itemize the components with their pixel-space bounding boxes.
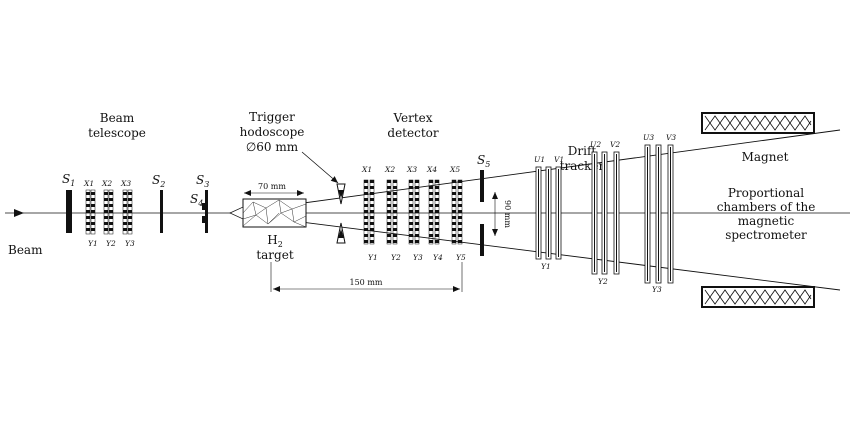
scintillator-s2 <box>160 190 163 233</box>
target-window <box>229 206 244 220</box>
vertex-y5-label: Y5 <box>456 253 466 262</box>
vertex-y2-label: Y2 <box>391 253 401 262</box>
s4-label: S4 <box>190 192 203 208</box>
beam-label: Beam <box>8 243 43 257</box>
s2-label: S2 <box>152 173 165 189</box>
telescope-planes <box>85 189 133 235</box>
vertex-x5-label: X5 <box>449 165 460 174</box>
drift-u1-label: U1 <box>534 155 545 164</box>
drift-u3-label: U3 <box>643 133 654 142</box>
drift-y2-label: Y2 <box>598 277 608 286</box>
drift-label-2: tracker <box>560 159 605 173</box>
vertex-x2-label: X2 <box>384 165 395 174</box>
drift-v2-label: V2 <box>610 140 620 149</box>
vertex-x3-label: X3 <box>406 165 417 174</box>
telescope-x3-label: X3 <box>120 179 131 188</box>
drift-y3-label: Y3 <box>652 285 662 294</box>
beam-arrow-icon <box>14 209 24 217</box>
drift-u2-label: U2 <box>590 140 601 149</box>
prop-chambers-label-2: chambers of the <box>717 200 816 214</box>
magnet-label: Magnet <box>742 150 789 164</box>
target-length-label: 70 mm <box>258 182 286 191</box>
prop-chambers-label-4: spectrometer <box>725 228 807 242</box>
beam-telescope-label: Beam <box>100 111 135 125</box>
trigger-label: Trigger <box>249 110 295 124</box>
target-label-2: target <box>256 248 293 262</box>
s5-label: S5 <box>477 153 490 169</box>
scintillator-s5-bottom <box>480 224 484 256</box>
telescope-y1-label: Y1 <box>88 239 98 248</box>
trigger-hodoscope-upper-core <box>338 190 344 198</box>
acceptance-cone <box>229 129 841 291</box>
trigger-pointer-arrow <box>301 151 339 184</box>
telescope-x1-label: X1 <box>83 179 94 188</box>
trigger-hodoscope-lower-core <box>338 229 344 238</box>
scintillator-s3 <box>205 190 208 233</box>
trigger-label-3: ∅60 mm <box>246 140 299 154</box>
s1-label: S1 <box>62 172 75 188</box>
scintillator-s1 <box>66 190 72 233</box>
telescope-y2-label: Y2 <box>106 239 116 248</box>
aperture-label: 90 mm <box>503 200 512 228</box>
drift-chamber-cores <box>538 147 671 281</box>
vertex-label-2: detector <box>387 126 438 140</box>
trigger-label-2: hodoscope <box>240 125 305 139</box>
vertex-x4-label: X4 <box>426 165 437 174</box>
target-label: H2 <box>267 233 283 249</box>
scintillator-s4-top <box>202 203 205 210</box>
prop-chambers-label-3: magnetic <box>738 214 795 228</box>
vertex-y1-label: Y1 <box>368 253 378 262</box>
telescope-y3-label: Y3 <box>125 239 135 248</box>
telescope-x2-label: X2 <box>101 179 112 188</box>
vertex-y3-label: Y3 <box>413 253 423 262</box>
vertex-planes <box>363 179 463 245</box>
s3-label: S3 <box>196 173 209 189</box>
vertex-y4-label: Y4 <box>433 253 443 262</box>
vertex-x1-label: X1 <box>361 165 372 174</box>
drift-y1-label: Y1 <box>541 262 551 271</box>
beam-telescope-label-2: telescope <box>88 126 146 140</box>
prop-chambers-label: Proportional <box>728 186 804 200</box>
scintillator-s4-bottom <box>202 216 205 223</box>
scintillator-s5-top <box>480 170 484 202</box>
drift-v1-label: V1 <box>554 155 564 164</box>
magnet-lower-coil <box>701 286 815 308</box>
drift-label: Drift <box>568 144 597 158</box>
drift-v3-label: V3 <box>666 133 676 142</box>
vertex-span-label: 150 mm <box>350 278 383 287</box>
magnet-upper-coil <box>701 112 815 134</box>
target-mesh <box>242 199 307 228</box>
vertex-label: Vertex <box>392 111 432 125</box>
